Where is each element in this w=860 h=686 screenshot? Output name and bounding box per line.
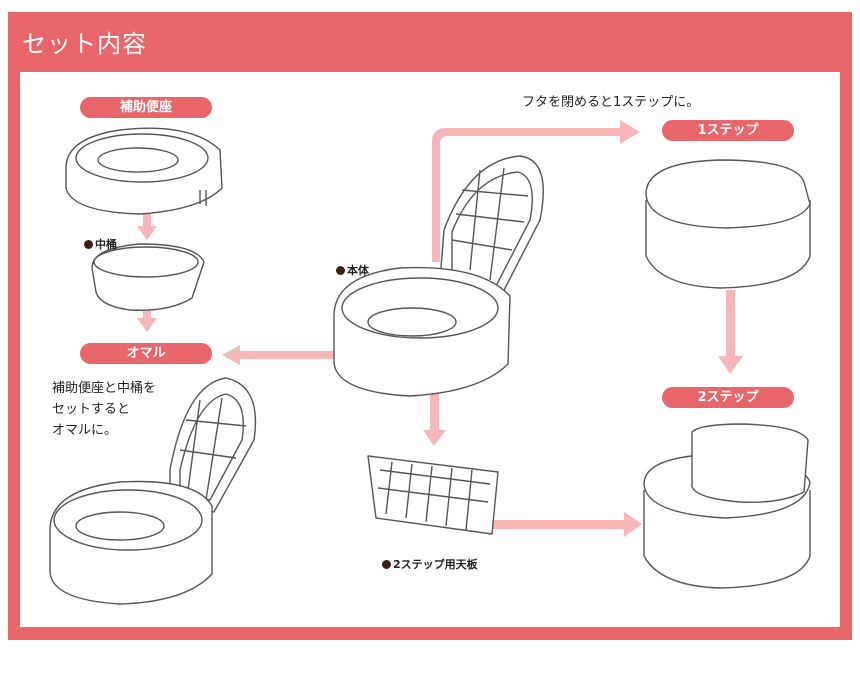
caption-omaru-1: 補助便座と中桶を <box>52 381 157 396</box>
label-body: 本体 <box>336 262 369 278</box>
seat-adapter-icon <box>65 127 223 215</box>
caption-omaru-3: オマルに。 <box>52 423 118 438</box>
arrow-bucket-to-omaru <box>137 304 157 332</box>
two-step-icon <box>643 423 811 589</box>
caption-lid-close: フタを閉めると1ステップに。 <box>522 95 700 110</box>
arrow-body-to-board <box>423 393 446 446</box>
label-step-board: 2ステップ用天板 <box>382 556 478 572</box>
label-two-step: 2ステップ <box>662 387 794 408</box>
arrow-board-to-2step <box>490 512 642 537</box>
omaru-potty-icon <box>49 377 257 605</box>
inner-bucket-icon <box>91 243 205 311</box>
arrow-1step-to-2step <box>718 290 743 374</box>
one-step-icon <box>645 159 811 289</box>
potty-body-icon <box>333 155 544 397</box>
bullet-dot-icon <box>84 240 93 249</box>
label-inner-bucket: 中桶 <box>84 236 117 252</box>
arrow-body-to-1step <box>432 120 640 262</box>
label-one-step: 1ステップ <box>662 120 794 141</box>
arrow-seat-to-bucket <box>137 212 157 240</box>
label-seat-adapter: 補助便座 <box>80 97 212 118</box>
caption-omaru-2: セットすると <box>52 402 131 417</box>
page-title: セット内容 <box>22 30 147 58</box>
step-board-icon <box>367 455 499 535</box>
bullet-dot-icon <box>336 266 345 275</box>
arrow-body-to-omaru <box>222 345 336 365</box>
label-omaru: オマル <box>80 343 212 364</box>
bullet-dot-icon <box>382 560 391 569</box>
